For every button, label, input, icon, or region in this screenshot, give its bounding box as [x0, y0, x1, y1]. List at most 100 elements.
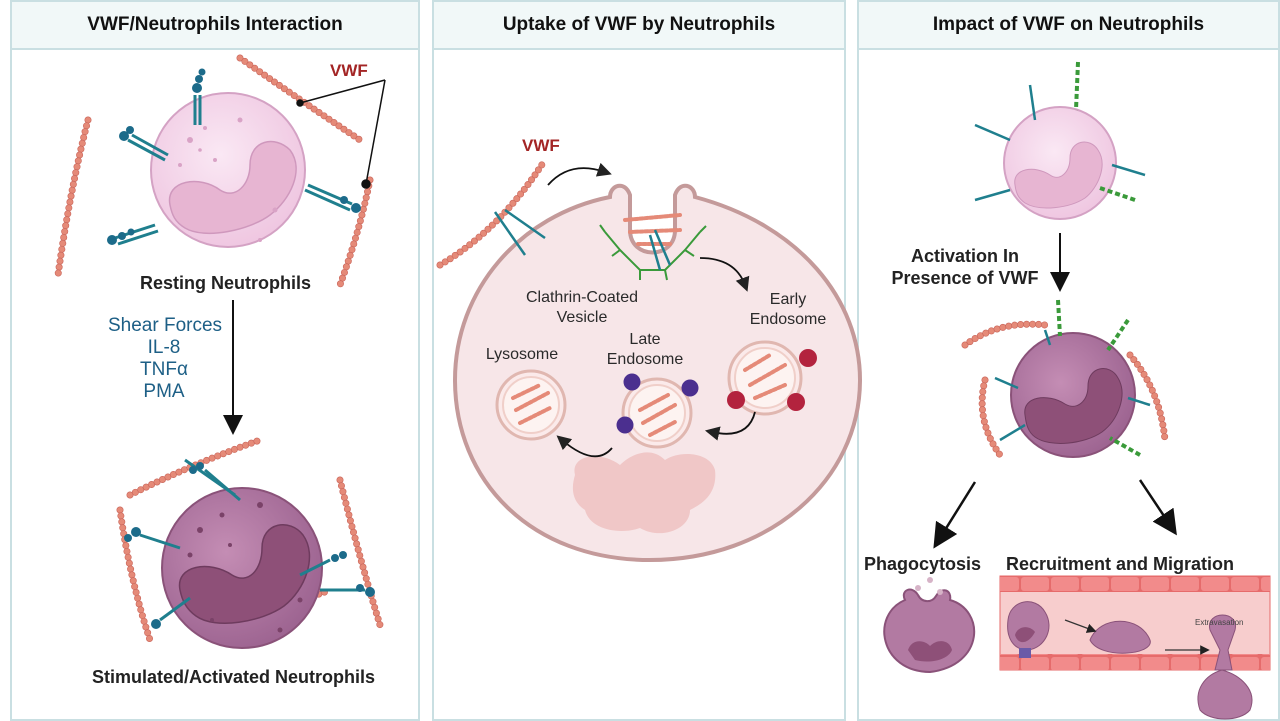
vwf-bead — [446, 255, 454, 263]
vwf-bead — [509, 199, 517, 207]
vwf-bead — [513, 195, 521, 203]
vwf-bead — [995, 450, 1003, 458]
vwf-bead — [358, 211, 366, 219]
panel-3-title: Impact of VWF on Neutrophils — [859, 2, 1278, 50]
resting-neutrophil — [150, 92, 306, 248]
vwf-bead — [534, 166, 542, 174]
vwf-bead — [528, 176, 536, 184]
vwf-bead — [362, 575, 370, 583]
vwf-bead — [345, 129, 353, 137]
vesicle-label-line2: Vesicle — [556, 309, 608, 326]
vwf-bead — [241, 57, 249, 65]
vwf-bead — [56, 257, 64, 265]
receptor-heads-activated — [124, 462, 375, 629]
activated-neutrophil — [161, 487, 323, 649]
vwf-bead — [470, 237, 478, 245]
vwf-bead — [256, 68, 264, 76]
vwf-bead — [531, 171, 539, 179]
vwf-bead — [966, 338, 974, 346]
vwf-bead — [369, 598, 377, 606]
vwf-bead — [310, 105, 318, 113]
vwf-bead — [1023, 320, 1031, 328]
vwf-bead — [78, 139, 86, 147]
early-endosome-label: Early Endosome — [738, 290, 838, 330]
vwf-bead — [451, 251, 459, 259]
receptors-panel3-bottom — [994, 329, 1151, 442]
vwf-bead — [961, 341, 969, 349]
vwf-bead — [60, 233, 68, 241]
vwf-bead — [81, 128, 89, 136]
uptake-arrows — [547, 162, 756, 458]
vwf-bead — [340, 493, 348, 501]
vwf-bead — [359, 563, 367, 571]
vwf-bead — [356, 217, 364, 225]
vwf-bead — [364, 580, 372, 588]
vwf-bead — [351, 534, 359, 542]
vwf-bead — [275, 81, 283, 89]
vwf-bead — [1158, 415, 1166, 423]
resting-neutrophil-panel3 — [1003, 106, 1117, 220]
vwf-bead — [62, 222, 70, 230]
receptors-resting — [114, 95, 353, 246]
vwf-bead — [357, 557, 365, 565]
vwf-bead — [124, 553, 132, 561]
vwf-bead — [356, 551, 364, 559]
vwf-bead — [84, 116, 92, 124]
arrow-to-recruitment — [1138, 479, 1177, 536]
vwf-bead — [123, 547, 131, 555]
receptor-heads-resting — [107, 68, 361, 245]
vwf-bead — [76, 151, 84, 159]
extravasated-neutrophil — [1197, 669, 1253, 720]
vwf-pointer-lines — [296, 79, 386, 189]
vwf-bead — [538, 161, 546, 169]
vwf-bead — [1041, 321, 1049, 329]
vwf-bead — [364, 188, 372, 196]
vwf-bead — [142, 623, 150, 631]
phagocytosing-neutrophil — [883, 577, 976, 674]
vwf-bead — [325, 115, 333, 123]
vwf-bead — [346, 517, 354, 525]
vwf-bead — [69, 180, 77, 188]
integrins-panel3-bottom — [1056, 299, 1141, 457]
vwf-bead — [374, 615, 382, 623]
vwf-bead — [266, 75, 274, 83]
vwf-bead — [336, 280, 344, 288]
vwf-bead — [456, 248, 464, 256]
vwf-bead — [441, 258, 449, 266]
vwf-bead — [320, 112, 328, 120]
vwf-bead — [337, 482, 345, 490]
vwf-bead — [999, 323, 1007, 331]
vwf-bead — [339, 488, 347, 496]
vwf-bead — [345, 511, 353, 519]
vwf-bead — [348, 246, 356, 254]
vwf-bead — [61, 228, 69, 236]
vwf-bead — [978, 406, 986, 414]
vwf-bead — [63, 216, 71, 224]
vwf-bead — [67, 192, 75, 200]
late-endosome-line2: Endosome — [606, 351, 684, 368]
vwf-bead — [1159, 421, 1167, 429]
vwf-bead — [981, 376, 989, 384]
vwf-bead — [118, 518, 126, 526]
vwf-bead — [353, 540, 361, 548]
vwf-bead — [122, 542, 130, 550]
vwf-bead — [353, 228, 361, 236]
vwf-bead — [270, 78, 278, 86]
vwf-bead — [342, 499, 350, 507]
receptors-panel2 — [493, 208, 672, 271]
clathrin-coat — [599, 224, 707, 281]
vwf-bead — [135, 600, 143, 608]
arrow-to-phagocytosis — [933, 481, 977, 549]
vwf-bead — [54, 269, 62, 277]
lysosome — [495, 369, 567, 441]
stimuli-list: Shear Forces IL-8 TNFα PMA — [108, 315, 222, 403]
vwf-bead — [72, 169, 80, 177]
vwf-bead — [330, 119, 338, 127]
vwf-label-panel2: VWF — [522, 136, 560, 155]
vwf-bead — [1011, 321, 1019, 329]
vwf-bead — [992, 445, 1000, 453]
vwf-bead — [145, 634, 153, 642]
vwf-bead — [66, 198, 74, 206]
vwf-bead — [505, 204, 513, 212]
vwf-bead — [246, 61, 254, 69]
